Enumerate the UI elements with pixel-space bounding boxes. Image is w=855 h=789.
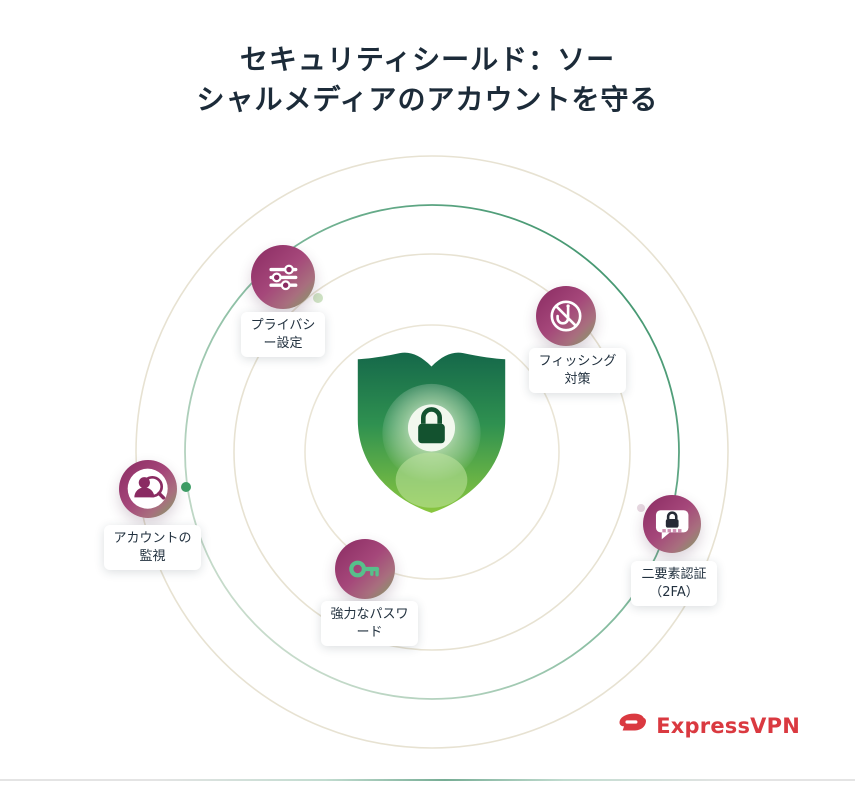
brand-name: ExpressVPN <box>656 713 800 738</box>
brand-logo: ExpressVPN <box>617 712 800 739</box>
strong-password-key-icon <box>335 539 395 599</box>
anti-phishing-icon <box>536 286 596 346</box>
orbit-dot-green <box>181 482 191 492</box>
security-shield-illustration <box>354 346 509 522</box>
anti-phishing-label: フィッシング対策 <box>529 348 626 394</box>
two-factor-auth-label: 二要素認証（2FA） <box>631 561 717 607</box>
expressvpn-logo-icon <box>617 712 648 739</box>
privacy-settings-label: プライバシー設定 <box>241 312 325 358</box>
account-monitoring-label: アカウントの監視 <box>104 525 201 571</box>
orbit-dot-pale-pink <box>637 504 645 512</box>
shield-lock-icon <box>357 352 506 513</box>
page-title-line1: セキュリティシールド：ソー <box>239 43 616 76</box>
page-title-line2: シャルメディアのアカウントを守る <box>196 82 659 116</box>
two-factor-auth-icon <box>643 495 701 553</box>
bottom-divider <box>0 779 855 781</box>
page-title: セキュリティシールド：ソー シャルメディアのアカウントを守る <box>0 40 855 120</box>
account-monitoring-icon <box>119 460 177 518</box>
strong-password-label: 強力なパスワード <box>321 601 418 647</box>
privacy-settings-icon <box>251 245 315 309</box>
orbit-dot-pale-green <box>313 293 323 303</box>
